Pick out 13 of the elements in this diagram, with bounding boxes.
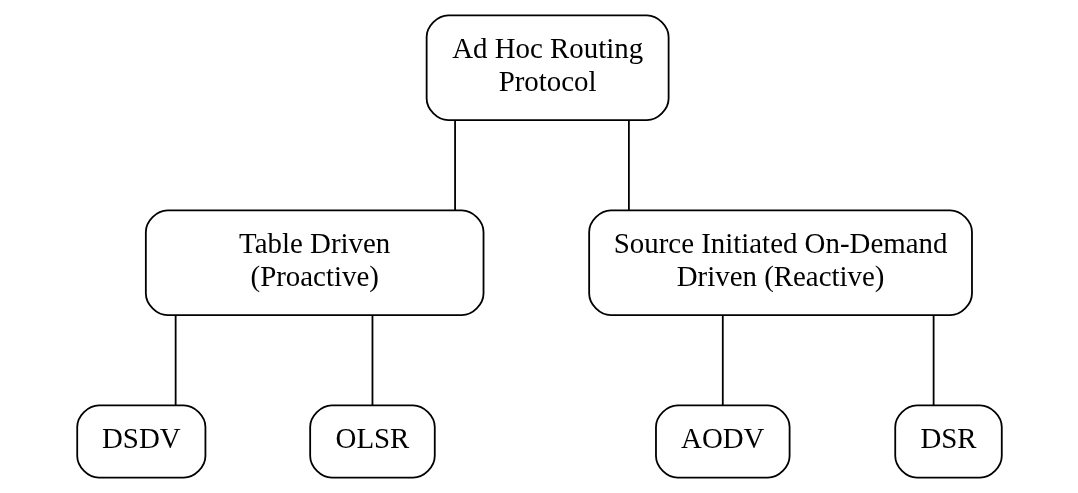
node-box: DSR — [893, 404, 1003, 479]
node-box: DSDV — [75, 404, 206, 479]
connector — [721, 314, 724, 406]
node-box: OLSR — [308, 404, 436, 479]
connector — [453, 119, 456, 211]
connector — [371, 314, 373, 406]
connector — [174, 314, 177, 406]
node-box: Source Initiated On-Demand Driven (Reactive) — [587, 209, 973, 317]
connector — [627, 119, 630, 211]
node-box: AODV — [654, 404, 790, 479]
node-box: Table Driven (Proactive) — [144, 209, 484, 317]
connector — [932, 314, 934, 406]
node-box: Ad Hoc Routing Protocol — [425, 14, 669, 121]
